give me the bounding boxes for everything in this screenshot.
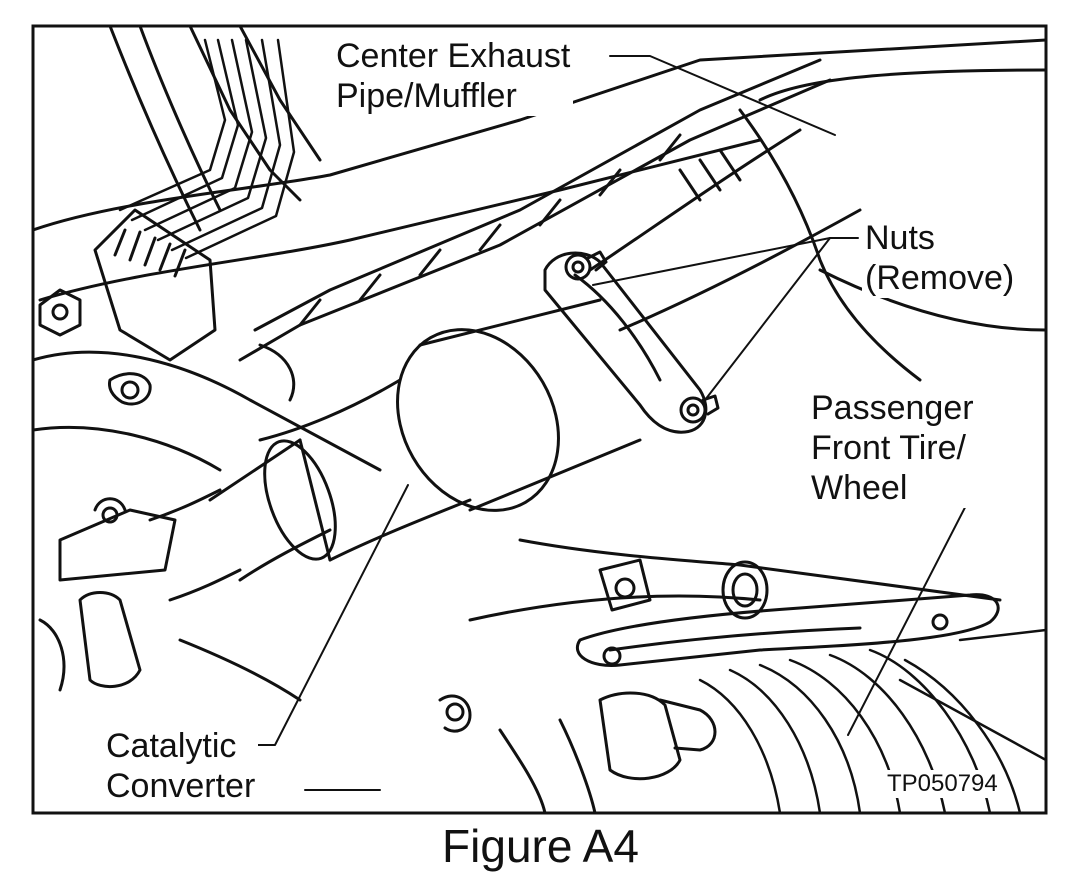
catalytic-converter-label: Catalytic Converter: [103, 726, 259, 806]
tie-rod: [38, 497, 302, 702]
passenger-tire-label: Passenger Front Tire/ Wheel: [808, 388, 977, 508]
center-exhaust-pipe: [588, 68, 1046, 382]
center-exhaust-label-line2: Pipe/Muffler: [336, 77, 517, 115]
nuts-label: Nuts (Remove): [862, 218, 1018, 298]
catalytic-converter: [148, 298, 642, 602]
passenger-tire-label-line1: Passenger: [811, 389, 974, 427]
center-exhaust-label-line1: Center Exhaust: [336, 37, 571, 75]
flange: [543, 250, 720, 434]
subframe: [33, 288, 1002, 622]
ball-joint: [438, 691, 717, 813]
catalytic-converter-label-line1: Catalytic: [106, 727, 237, 765]
figure-caption: Figure A4: [442, 820, 639, 872]
center-exhaust-label: Center Exhaust Pipe/Muffler: [333, 36, 574, 116]
figure-border: [31, 24, 1048, 815]
heat-shield: [238, 58, 832, 402]
control-arm: [576, 558, 1000, 667]
passenger-tire-label-line3: Wheel: [811, 469, 908, 507]
nuts-label-line2: (Remove): [865, 259, 1015, 297]
line-bracket: [93, 208, 217, 362]
drawing-code: TP050794: [884, 770, 1001, 798]
underbody-panel: [33, 26, 1046, 302]
passenger-tire-label-line2: Front Tire/: [811, 429, 966, 467]
nuts-label-line1: Nuts: [865, 219, 935, 257]
brake-lines: [118, 38, 296, 260]
catalytic-converter-label-line2: Converter: [106, 767, 256, 805]
